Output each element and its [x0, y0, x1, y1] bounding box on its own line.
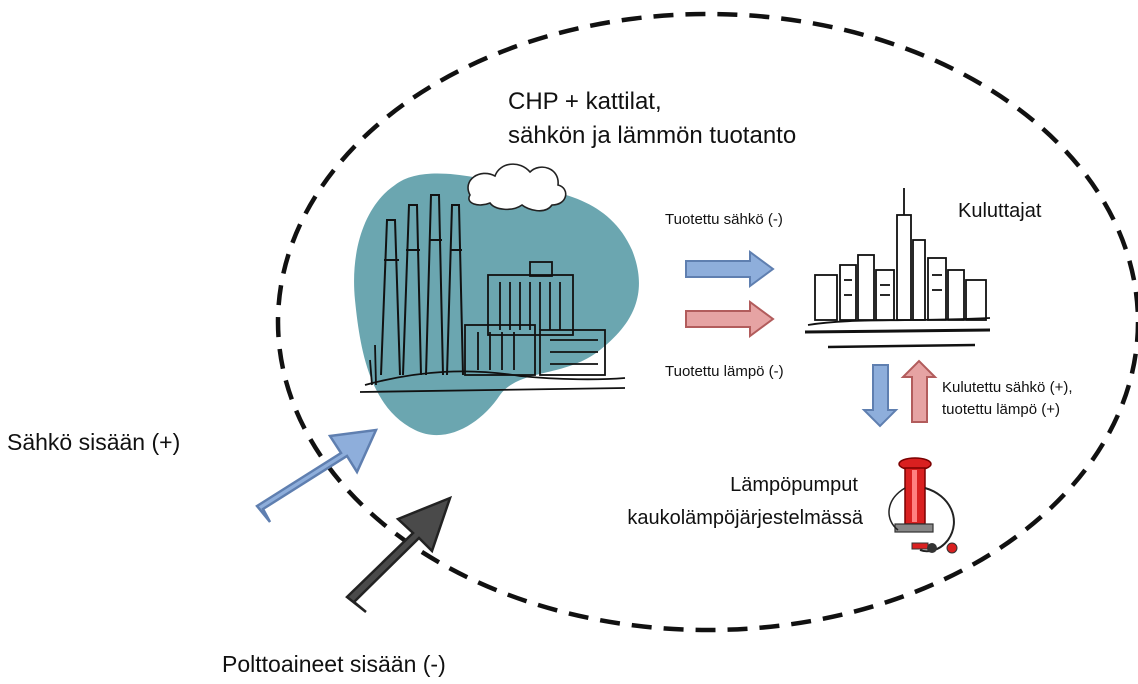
- produced-heat-arrow: [685, 300, 775, 338]
- heatpumps-line1: Lämpöpumput: [730, 474, 858, 496]
- consumers-label: Kuluttajat: [958, 200, 1042, 222]
- plant-title-line1: CHP + kattilat,: [508, 88, 662, 115]
- electricity-in-arrow: [255, 428, 379, 523]
- heatpumps-line2: kaukolämpöjärjestelmässä: [627, 507, 863, 529]
- consumed-line2: tuotettu lämpö (+): [942, 401, 1060, 418]
- electricity-in-label: Sähkö sisään (+): [7, 429, 181, 455]
- produced-heat-label: Tuotettu lämpö (-): [665, 363, 784, 380]
- fuels-in-label: Polttoaineet sisään (-): [222, 651, 446, 677]
- system-boundary: [275, 11, 1138, 633]
- produced-electricity-label: Tuotettu sähkö (-): [665, 211, 783, 228]
- plant-title-line2: sähkön ja lämmön tuotanto: [508, 122, 797, 149]
- heat-pump-icon: [888, 457, 958, 554]
- produced-electricity-arrow: [685, 250, 775, 288]
- power-plant-icon: [354, 163, 639, 436]
- consumed-electricity-arrow: [861, 364, 899, 428]
- city-skyline-icon: [804, 188, 991, 349]
- fuels-in-arrow: [345, 495, 453, 613]
- produced-heat-pump-arrow: [900, 359, 938, 423]
- consumed-line1: Kulutettu sähkö (+),: [942, 379, 1073, 396]
